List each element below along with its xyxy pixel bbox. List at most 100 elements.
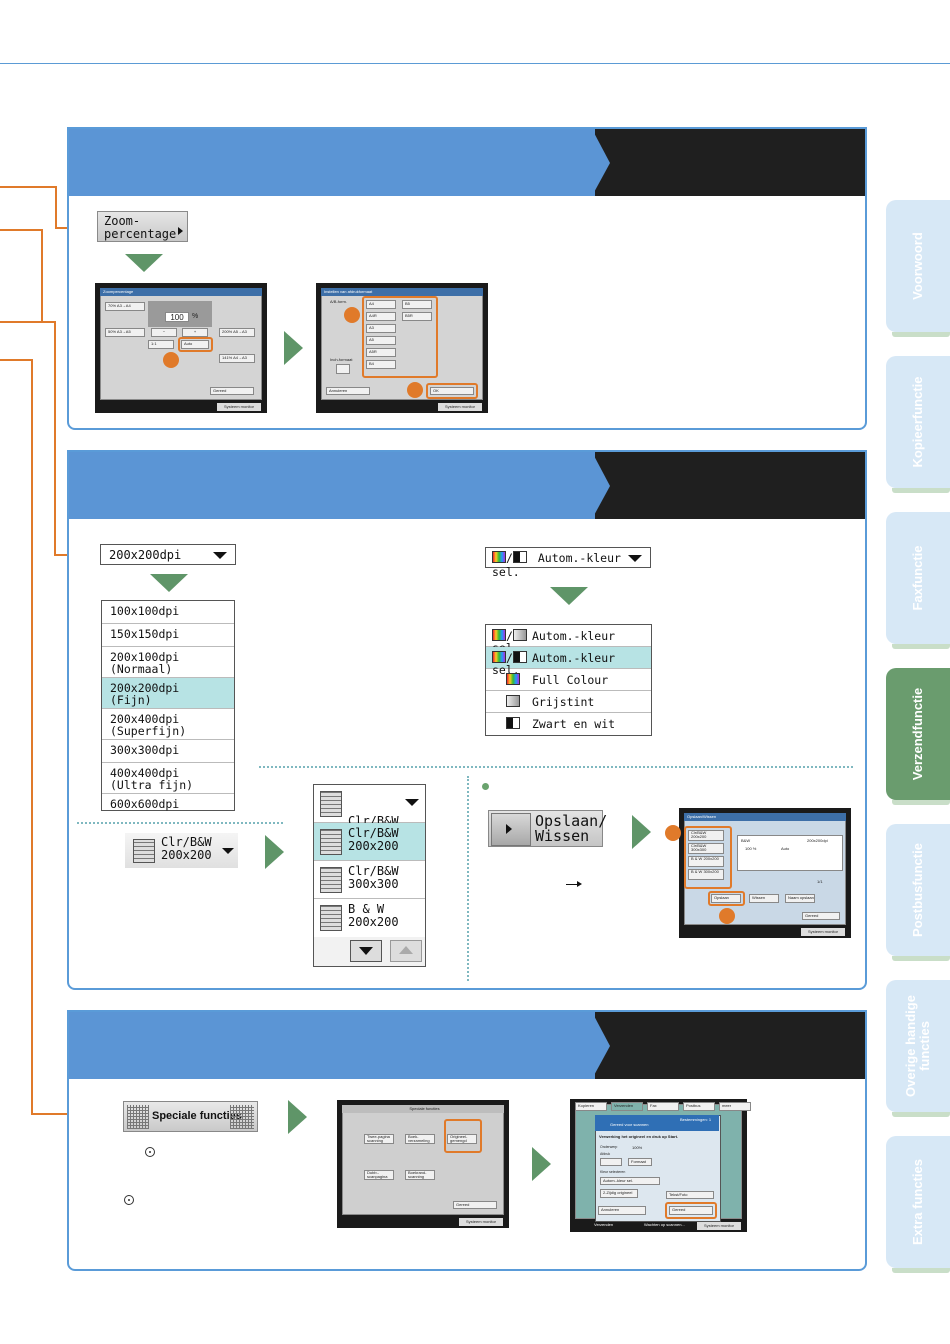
special-ok-button[interactable]: Gereed — [453, 1201, 497, 1209]
store-ok-button[interactable]: Gereed — [802, 912, 840, 920]
plus-button[interactable]: + — [182, 328, 208, 337]
side-tab-6[interactable]: Overige handige functies — [886, 980, 950, 1117]
store-row[interactable]: Clr/B&W 200x200 — [688, 830, 724, 841]
system-monitor-button[interactable]: Systeem monitor — [801, 928, 845, 936]
side-tab-3[interactable]: Faxfunctie — [886, 512, 950, 649]
document-icon — [133, 839, 155, 863]
special-highlight — [444, 1119, 482, 1153]
store-delete-button[interactable]: Opslaan/ Wissen — [488, 810, 607, 847]
color-mode-option[interactable]: Full Colour — [486, 669, 651, 691]
special-function-button[interactable]: Boekrand-scanning — [405, 1170, 435, 1180]
resolution-option[interactable]: 300x300dpi — [102, 740, 234, 763]
color-mode-dropdown[interactable]: / Autom.-kleur sel. — [485, 547, 651, 579]
preset-70[interactable]: 70% A3→A4 — [105, 302, 145, 311]
scroll-down-button[interactable] — [350, 940, 382, 962]
auto-button[interactable]: Auto — [181, 340, 209, 349]
preset-1-1[interactable]: 1:1 — [148, 340, 174, 349]
resolution-option[interactable]: 100x100dpi — [102, 601, 234, 624]
send-ok-button[interactable]: Gereed — [669, 1206, 713, 1215]
name-store-button[interactable]: Naam opslaan — [785, 894, 815, 903]
send-color-select[interactable]: Autom.-kleur sel. — [600, 1177, 660, 1185]
special-function-button[interactable]: Origineel-gemengd — [447, 1134, 477, 1144]
resolution-option[interactable]: 200x100dpi (Normaal) — [102, 647, 234, 678]
arrow-small-head — [577, 881, 582, 887]
size-button[interactable]: A5 — [366, 336, 396, 345]
store-row[interactable]: B & W 300x200 — [688, 869, 724, 880]
scroll-up-button[interactable] — [390, 940, 422, 962]
delete-button[interactable]: Wissen — [749, 894, 779, 903]
store-row[interactable]: B & W 200x200 — [688, 856, 724, 867]
size-button[interactable]: A3 — [366, 324, 396, 333]
send-format[interactable]: Formaat — [628, 1158, 652, 1166]
resolution-option[interactable]: 200x400dpi (Superfijn) — [102, 709, 234, 740]
side-tab-1[interactable]: Voorwoord — [886, 200, 950, 337]
system-monitor-button[interactable]: Systeem monitor — [459, 1218, 503, 1226]
ok-highlight — [426, 383, 478, 399]
side-tab-2[interactable]: Kopieerfunctie — [886, 356, 950, 493]
zoom-screen: Zoompercentage 70% A3→A4 50% A3→A5 100 %… — [95, 283, 267, 413]
resolution-option[interactable]: 150x150dpi — [102, 624, 234, 647]
clr-bw-option[interactable]: Clr/B&W 200x200 — [314, 823, 425, 861]
send-dual[interactable]: 2-Zijdig origineel — [600, 1189, 638, 1198]
size-button[interactable]: A4R — [366, 312, 396, 321]
color-mode-icon — [492, 717, 532, 730]
send-mode[interactable]: Tekst/Foto — [666, 1191, 714, 1199]
step-marker-4 — [665, 825, 681, 841]
send-quantity[interactable] — [600, 1158, 622, 1166]
store-row[interactable]: Clr/B&W 300x300 — [688, 843, 724, 854]
color-mode-option[interactable]: /Autom.-kleur sel. — [486, 625, 651, 654]
resolution-option[interactable]: 400x400dpi (Ultra fijn) — [102, 763, 234, 794]
size-ok-button[interactable]: OK — [430, 387, 474, 395]
preset-50[interactable]: 50% A3→A5 — [105, 328, 145, 337]
special-function-button[interactable]: Twee-pagina scanning — [364, 1134, 394, 1144]
send-tab[interactable]: Kopieren — [575, 1102, 607, 1111]
system-monitor-button[interactable]: Systeem monitor — [697, 1222, 741, 1230]
size-button[interactable]: A5R — [366, 348, 396, 357]
clr-bw-list-top[interactable]: Clr/B&W 200x200 — [314, 785, 425, 841]
send-cancel-button[interactable]: Annuleren — [598, 1206, 646, 1215]
resolution-dropdown[interactable]: 200x200dpi — [100, 544, 236, 565]
size-button[interactable]: B5R — [402, 312, 432, 321]
step-marker-1 — [163, 352, 179, 368]
send-tab[interactable]: Fax — [647, 1102, 679, 1111]
store-button[interactable]: Opslaan — [711, 894, 741, 903]
inch-button[interactable] — [336, 364, 350, 374]
clr-bw-option-label: B & W 200x200 — [348, 902, 399, 929]
size-button[interactable]: B5 — [402, 300, 432, 309]
special-function-button[interactable]: Dubb.-scanpagina — [364, 1170, 394, 1180]
clr-bw-option[interactable]: Clr/B&W 300x300 — [314, 861, 425, 899]
resolution-dropdown-value: 200x200dpi — [109, 548, 182, 562]
resolution-option[interactable]: 200x200dpi (Fijn) — [102, 678, 234, 709]
side-tab-shadow — [892, 1112, 950, 1117]
clr-bw-option[interactable]: B & W 200x200 — [314, 899, 425, 937]
color-mode-option[interactable]: Zwart en wit — [486, 713, 651, 735]
color-mode-option[interactable]: Grijstint — [486, 691, 651, 713]
system-monitor-button[interactable]: Systeem monitor — [217, 403, 261, 411]
side-tab-5[interactable]: Postbusfunctie — [886, 824, 950, 961]
preset-200[interactable]: 200% A5→A3 — [219, 328, 255, 337]
send-tab[interactable]: meer — [719, 1102, 751, 1111]
size-screen-title: Instellen van afdrukformaat — [321, 288, 483, 296]
system-monitor-button[interactable]: Systeem monitor — [438, 403, 482, 411]
step-marker-5 — [719, 908, 735, 924]
side-tab-4[interactable]: Verzendfunctie — [886, 668, 950, 805]
send-tab[interactable]: Verzenden — [611, 1102, 643, 1111]
resolution-option[interactable]: 600x600dpi — [110, 797, 180, 811]
size-button[interactable]: B4 — [366, 360, 396, 369]
send-tab[interactable]: Postbus — [683, 1102, 715, 1111]
special-function-button[interactable]: Boek-verzameling — [405, 1134, 435, 1144]
clr-bw-button[interactable]: Clr/B&W 200x200 — [125, 833, 238, 868]
size-button[interactable]: A4 — [366, 300, 396, 309]
special-functions-button[interactable]: Speciale functies — [123, 1101, 258, 1132]
side-tab-7[interactable]: Extra functies — [886, 1136, 950, 1273]
step-marker-3 — [407, 382, 423, 398]
cancel-button[interactable]: Annuleren — [326, 387, 370, 395]
zoom-ok-button[interactable]: Gereed — [210, 387, 254, 395]
minus-button[interactable]: − — [151, 328, 177, 337]
preset-141[interactable]: 141% A4→A3 — [219, 354, 255, 363]
zoom-percentage-button[interactable]: Zoom- percentage — [97, 211, 188, 242]
color-mode-option[interactable]: /Autom.-kleur sel. — [486, 647, 651, 676]
